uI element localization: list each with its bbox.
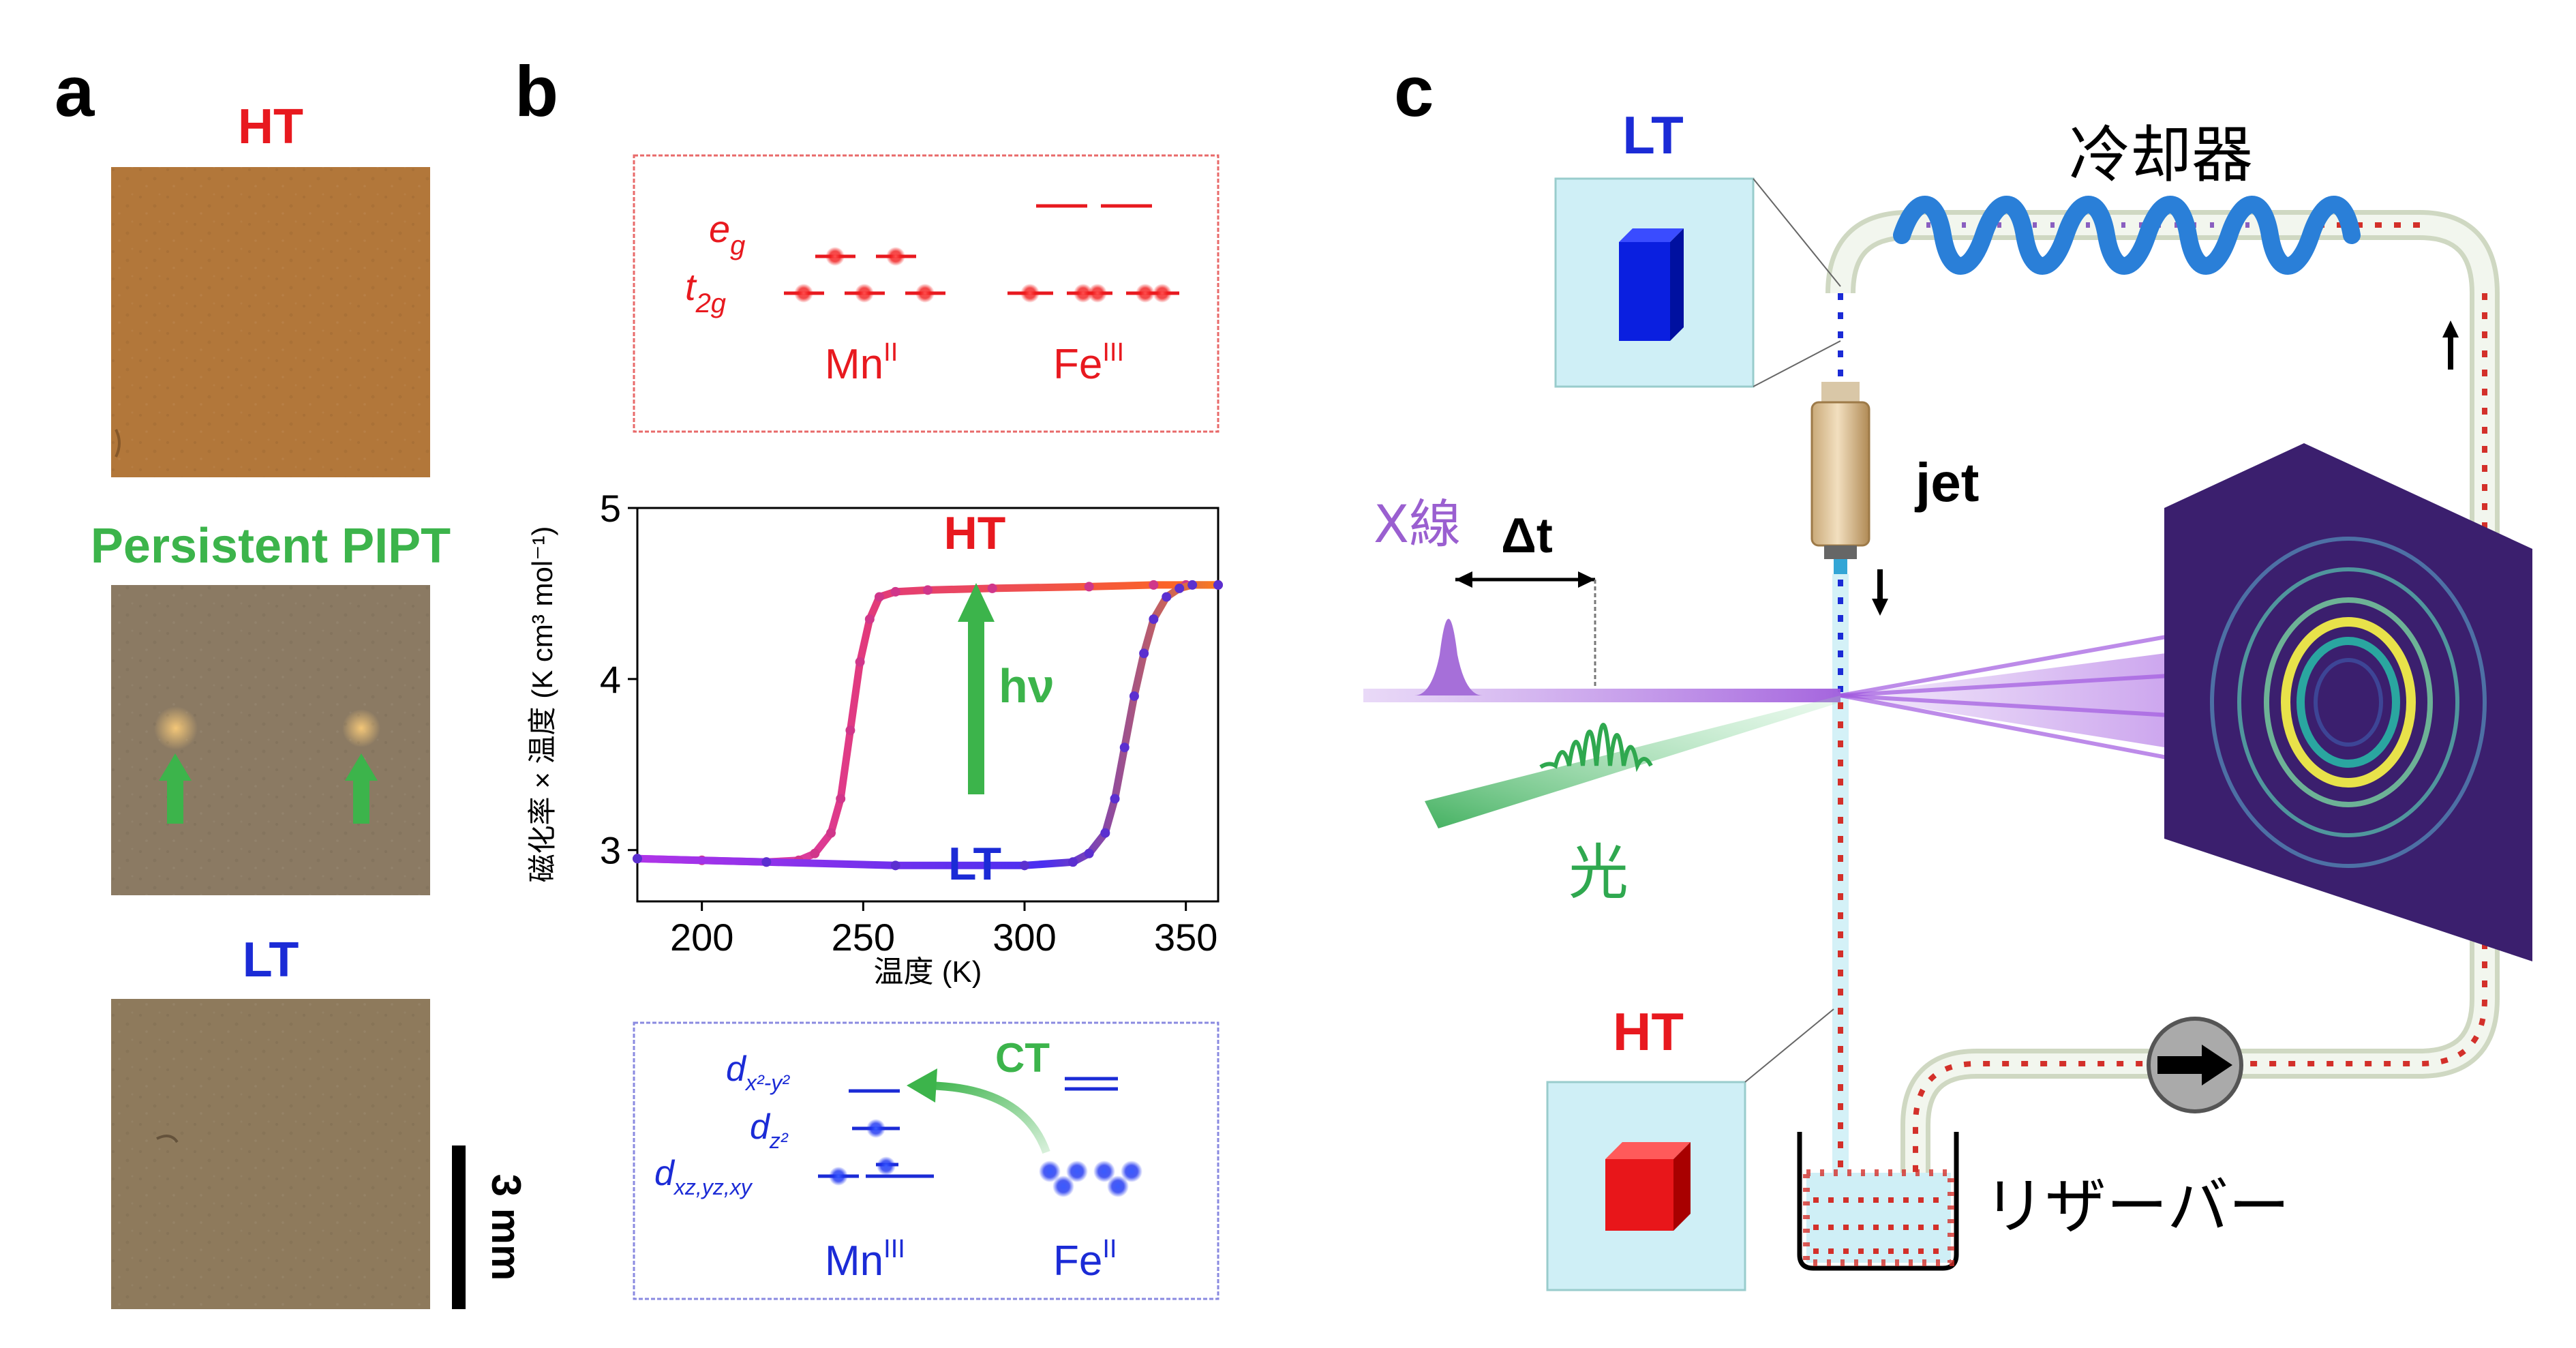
chart-ht-label: HT — [944, 507, 1006, 559]
chart-axis-ticks: 200 250 300 350 3 4 5 — [600, 487, 1218, 959]
data-point — [1187, 580, 1198, 590]
liquid-stream — [1832, 574, 1849, 1208]
photo-lt-label: LT — [243, 933, 299, 987]
data-point — [855, 657, 865, 667]
data-point — [890, 860, 900, 871]
inset-lt-label: LT — [1622, 105, 1684, 165]
xray-beam — [1363, 618, 2182, 762]
chart-x-axis-label: 温度 (K) — [874, 955, 982, 989]
eg-label: eg — [709, 207, 745, 260]
panel-c-letter: c — [1394, 52, 1434, 132]
data-point — [1139, 648, 1149, 659]
reservoir-label: リザーバー — [1984, 1171, 2290, 1242]
data-point — [633, 854, 642, 864]
data-point — [810, 848, 820, 858]
data-point — [1149, 580, 1159, 590]
photo-excitation-arrow — [958, 583, 995, 794]
cooler-coil — [1893, 196, 2361, 275]
photo-pipt-label: Persistent PIPT — [91, 519, 451, 573]
inset-lt — [1554, 177, 1841, 388]
light-beam — [1425, 695, 1840, 828]
inset-ht — [1546, 1008, 1834, 1291]
pipt-arrow-right — [345, 753, 378, 824]
xray-label: X線 — [1374, 494, 1461, 554]
photo-ht-label: HT — [238, 100, 303, 154]
data-point — [987, 583, 997, 593]
data-point — [845, 725, 855, 736]
panel-a-letter: a — [55, 52, 95, 132]
chart-lt-label: LT — [948, 838, 1001, 890]
detector-screen — [2164, 443, 2532, 961]
inset-ht-label: HT — [1613, 1002, 1684, 1062]
reservoir — [1797, 1132, 1959, 1271]
chart-magnetic-susceptibility: 200 250 300 350 3 4 5 温度 (K) 磁化率 × 温度 (K cm³ m… — [526, 487, 1223, 989]
data-point — [1020, 860, 1029, 871]
scale-bar: 3 mm — [452, 1145, 529, 1309]
jet-label: jet — [1914, 452, 1979, 513]
ct-label: CT — [995, 1035, 1050, 1081]
panel-b-letter: b — [515, 52, 558, 132]
x-tick-label: 350 — [1154, 916, 1217, 959]
fe3-label: FeIII — [1053, 338, 1124, 388]
delay-arrow — [1455, 571, 1596, 689]
data-point — [826, 828, 836, 838]
data-point — [1084, 582, 1094, 592]
dz2-label: dz² — [750, 1107, 789, 1153]
data-point — [1100, 828, 1110, 838]
delay-label: Δt — [1501, 509, 1553, 563]
hv-label: hν — [999, 659, 1055, 713]
x-tick-label: 300 — [992, 916, 1056, 959]
data-point — [864, 614, 875, 625]
data-point — [1068, 857, 1078, 867]
chart-series — [633, 580, 1223, 871]
data-point — [1213, 580, 1223, 590]
light-label: 光 — [1569, 837, 1628, 908]
scale-bar-label: 3 mm — [483, 1174, 529, 1281]
data-point — [875, 592, 884, 602]
data-point — [836, 794, 846, 804]
photo-lt — [111, 999, 430, 1309]
data-point — [1110, 794, 1120, 804]
mn2-label: MnII — [825, 338, 898, 388]
dx2y2-label: dx²-y² — [726, 1049, 790, 1095]
data-point — [923, 585, 933, 595]
photo-ht — [111, 167, 430, 477]
data-point — [1119, 743, 1130, 753]
orbital-box-ht: eg t2g MnII FeIII — [633, 154, 1219, 433]
data-point — [1129, 691, 1139, 701]
orbital-box-lt: dx²-y² dz² dxz,yz,xy CT MnIII FeII — [633, 1021, 1219, 1300]
mn3-label: MnIII — [825, 1235, 905, 1285]
jet-nozzle — [1810, 382, 1870, 574]
data-point — [1175, 583, 1185, 593]
x-tick-label: 250 — [832, 916, 895, 959]
flow-arrow-up — [2442, 320, 2459, 370]
y-tick-label: 3 — [600, 829, 621, 872]
jet-flow-arrow — [1872, 569, 1888, 616]
chart-y-axis-label: 磁化率 × 温度 (K cm³ mol⁻¹) — [526, 526, 558, 883]
photo-pipt — [111, 585, 430, 895]
data-point — [1149, 614, 1159, 625]
series-line-heating — [633, 581, 1222, 869]
chart-plot-frame — [636, 507, 1219, 903]
cooler-label: 冷却器 — [2069, 119, 2253, 191]
pump — [2147, 1017, 2243, 1113]
data-point — [890, 586, 900, 597]
data-point — [1084, 848, 1094, 858]
data-point — [761, 857, 772, 867]
y-tick-label: 4 — [600, 658, 621, 701]
pipt-arrow-left — [159, 753, 192, 824]
data-point — [1162, 592, 1172, 602]
dxzyzxy-label: dxz,yz,xy — [654, 1154, 753, 1199]
y-tick-label: 5 — [600, 487, 621, 530]
fe2-label: FeII — [1053, 1235, 1117, 1285]
x-tick-label: 200 — [670, 916, 733, 959]
t2g-label: t2g — [685, 265, 726, 318]
